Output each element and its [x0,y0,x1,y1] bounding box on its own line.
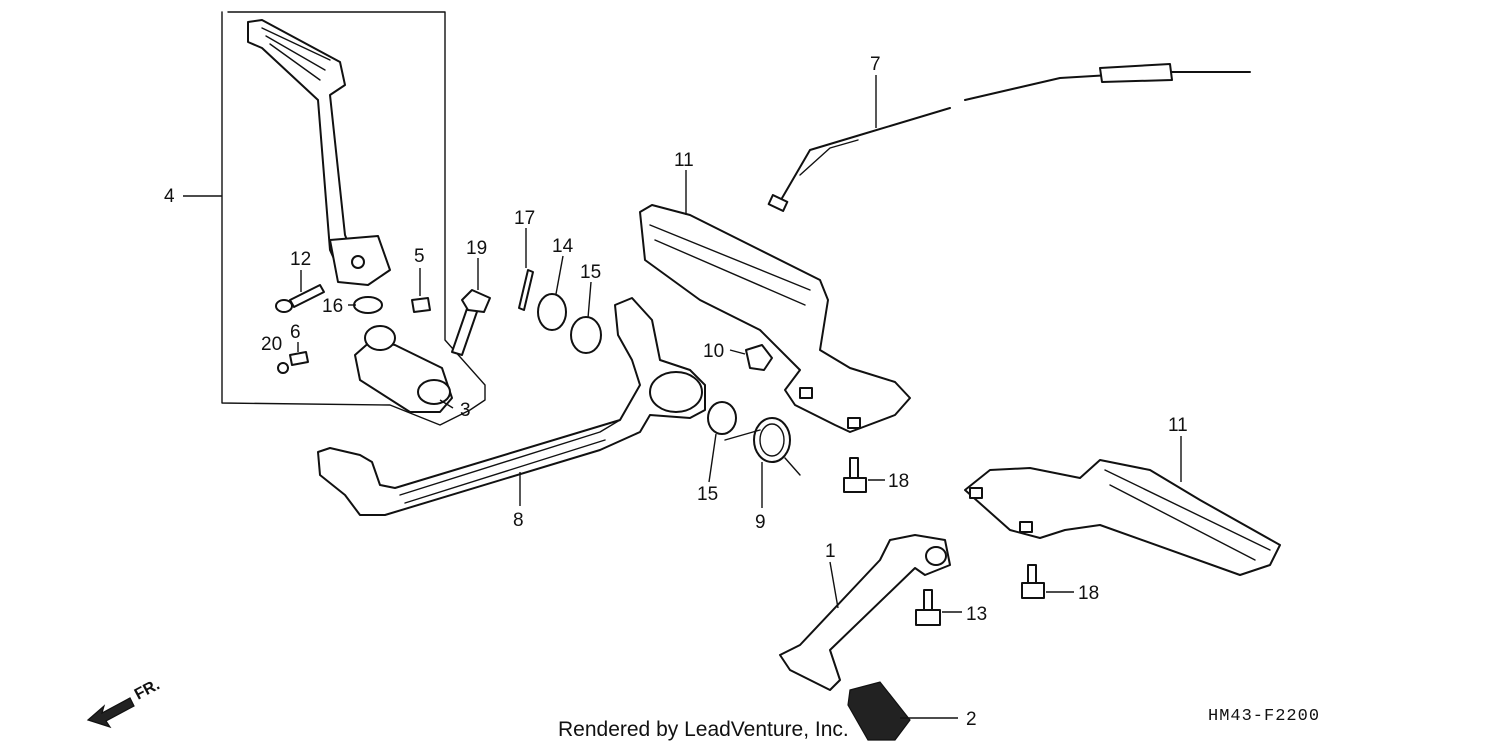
svg-text:FR.: FR. [132,676,163,703]
callout-6: 6 [290,322,301,343]
render-credit: Rendered by LeadVenture, Inc. [558,718,849,741]
bolt-18-lower[interactable] [1021,564,1045,599]
callout-11-upper: 11 [674,150,694,171]
group-bracket-4 [221,11,486,426]
callout-labels: 1 2 3 4 5 6 7 8 9 10 11 11 12 13 14 15 1… [164,54,1188,730]
callout-18-lower: 18 [1078,583,1099,604]
callout-10: 10 [703,341,724,362]
callout-17: 17 [514,208,535,229]
bolt-18-upper[interactable] [843,457,867,493]
brake-cable-7[interactable] [767,63,1251,212]
callout-18-upper: 18 [888,471,909,492]
bolt-12[interactable] [275,284,325,313]
leader-lines [183,75,1182,719]
nut-10[interactable] [745,344,773,371]
ball-20[interactable] [277,362,289,374]
callout-5: 5 [414,246,425,267]
gearshift-pedal-1[interactable] [779,534,951,691]
callout-19: 19 [466,238,487,259]
washer-14[interactable] [537,293,567,331]
footpeg-11-lower[interactable] [964,459,1281,576]
shift-rubber-2[interactable] [847,681,911,741]
callout-14: 14 [552,236,574,257]
callout-4: 4 [164,186,175,207]
callout-12: 12 [290,249,311,270]
callout-15-upper: 15 [580,262,601,283]
callout-20: 20 [261,334,282,355]
callout-7: 7 [870,54,881,75]
front-arrow-icon: FR. [86,676,163,729]
callout-13: 13 [966,604,987,625]
callout-16: 16 [322,296,343,317]
callout-3: 3 [460,400,471,421]
spring-6[interactable] [289,351,309,366]
kick-starter-arm[interactable] [247,19,391,286]
diagram-code: HM43-F2200 [1208,707,1321,726]
seal-15-lower[interactable] [707,401,737,435]
bolt-19[interactable] [451,289,491,356]
callout-15-lower: 15 [697,484,718,505]
callout-8: 8 [513,510,524,531]
return-spring-9[interactable] [724,417,801,476]
washer-16[interactable] [353,296,383,314]
callout-1: 1 [825,541,836,562]
seal-15-upper[interactable] [570,316,602,354]
brake-pedal[interactable] [317,297,706,516]
spring-5[interactable] [411,297,431,313]
kick-starter-spindle[interactable] [354,325,453,413]
callout-9: 9 [755,512,766,533]
bolt-13[interactable] [915,589,941,626]
callout-11-lower: 11 [1168,415,1188,436]
footpeg-11-upper[interactable] [639,204,911,433]
cotter-pin-17[interactable] [518,269,534,311]
callout-2: 2 [966,709,977,730]
